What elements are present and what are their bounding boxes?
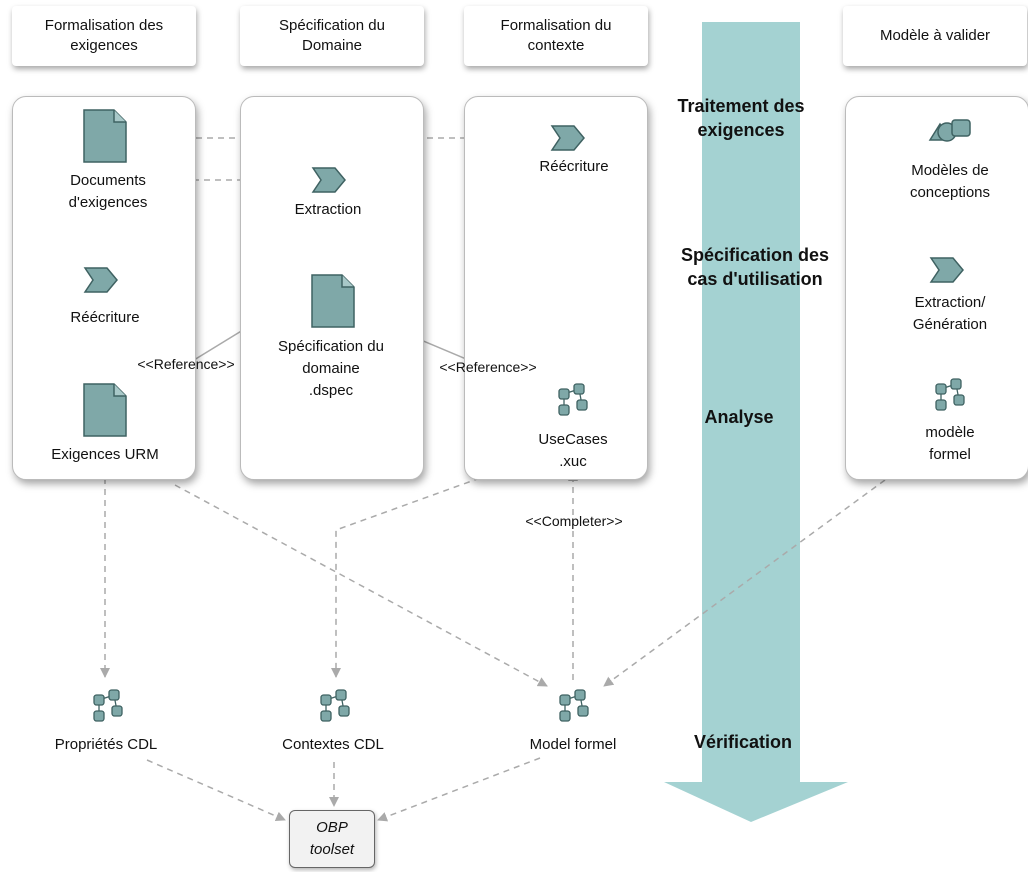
header-formalisation-exigences: Formalisation des exigences [12, 6, 196, 66]
document-icon [83, 383, 127, 437]
header-formalisation-contexte: Formalisation du contexte [464, 6, 648, 66]
header-modele-a-valider: Modèle à valider [843, 6, 1027, 66]
shapes-icon [928, 119, 971, 142]
label-reecriture-1: Réécriture [70, 309, 140, 326]
process-icon [84, 267, 118, 293]
process-icon [312, 167, 346, 193]
label-modeles-conceptions: Modèles de conceptions [909, 162, 991, 201]
label-specification-domaine: Spécification du domaine .dspec [278, 338, 384, 399]
model-graph-icon [320, 689, 350, 722]
progress-arrow [664, 22, 848, 822]
model-graph-icon [935, 378, 965, 411]
model-graph-icon [93, 689, 123, 722]
label-usecases: UseCases .xuc [538, 431, 608, 470]
label-documents-exigences: Documents d'exigences [68, 172, 148, 211]
obp-toolset-box: OBP toolset [289, 810, 375, 868]
process-icon [930, 257, 964, 283]
edge-label-completer: <<Completer>> [525, 513, 623, 529]
model-graph-icon [558, 383, 588, 416]
document-icon [83, 109, 127, 163]
phase-verification: Vérification [693, 732, 793, 752]
panel-modele-a-valider [845, 96, 1028, 480]
panel-formalisation-contexte [464, 96, 648, 480]
label-extraction-generation: Extraction/ Génération [912, 294, 988, 333]
phase-analyse: Analyse [704, 407, 774, 427]
label-contextes-cdl: Contextes CDL [282, 736, 384, 753]
phase-traitement-exigences: Traitement des exigences [677, 96, 805, 140]
document-icon [311, 274, 355, 328]
model-graph-icon [559, 689, 589, 722]
edge-label-reference-2: <<Reference>> [439, 359, 537, 375]
label-proprietes-cdl: Propriétés CDL [54, 736, 158, 753]
edge-label-reference-1: <<Reference>> [137, 356, 235, 372]
label-reecriture-2: Réécriture [539, 158, 609, 175]
label-modele-formel: modèle formel [925, 424, 975, 463]
phase-specification-cas-utilisation: Spécification des cas d'utilisation [680, 245, 830, 289]
label-model-formel: Model formel [529, 736, 617, 753]
header-specification-domaine: Spécification du Domaine [240, 6, 424, 66]
label-exigences-urm: Exigences URM [51, 446, 159, 463]
label-extraction: Extraction [294, 201, 362, 218]
process-icon [551, 125, 585, 151]
